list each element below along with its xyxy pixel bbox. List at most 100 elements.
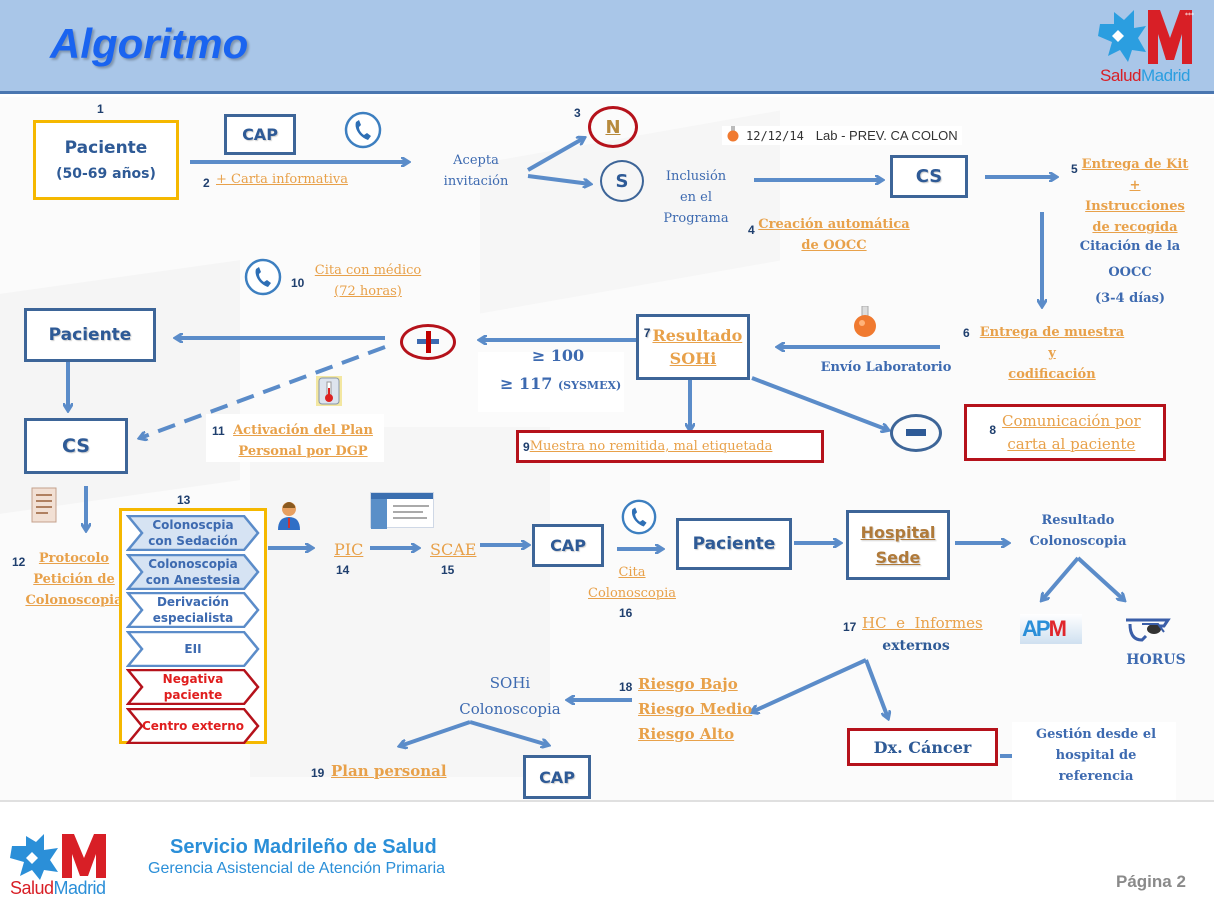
logo-word-madrid: Madrid bbox=[53, 878, 107, 898]
threshold-117-note: (SYSMEX) bbox=[557, 379, 622, 392]
arrow-sohi-to-plan bbox=[400, 720, 471, 746]
link-line: (72 horas) bbox=[334, 284, 402, 299]
label-line: Colonoscopia bbox=[459, 700, 561, 718]
logo-word-salud: Salud bbox=[1100, 66, 1141, 85]
cita-colonoscopia-link[interactable]: Cita Colonoscopia bbox=[578, 562, 686, 604]
step-number: 3 bbox=[574, 106, 581, 120]
label-line: invitación bbox=[443, 174, 509, 189]
cs-box-mid[interactable]: CS bbox=[24, 418, 128, 474]
plan-personal-link[interactable]: Plan personal bbox=[331, 762, 447, 780]
chevron-shape bbox=[126, 707, 260, 744]
lab-description: Lab - PREV. CA COLON bbox=[815, 128, 958, 143]
entrega-muestra-link[interactable]: Entrega de muestra y codificación bbox=[976, 322, 1128, 385]
resultado-line: Resultado bbox=[652, 326, 743, 345]
activacion-plan-link[interactable]: Activación del Plan Personal por DGP bbox=[232, 420, 374, 462]
plus-icon bbox=[417, 331, 439, 353]
cs-box-top[interactable]: CS bbox=[890, 155, 968, 198]
decision-no-circle[interactable]: N bbox=[588, 106, 638, 148]
link-line: de OOCC bbox=[801, 238, 867, 253]
cap-box-bottom[interactable]: CAP bbox=[523, 755, 591, 799]
scae-screenshot-thumbnail bbox=[370, 492, 434, 529]
comunicacion-carta-box[interactable]: 8 Comunicación por carta al paciente bbox=[964, 404, 1166, 461]
link-line: carta al paciente bbox=[1007, 434, 1136, 453]
salud-madrid-logo-icon bbox=[10, 834, 106, 880]
riesgo-bajo-link[interactable]: Riesgo Bajo bbox=[638, 675, 738, 693]
background-photo-shape bbox=[250, 427, 550, 777]
lab-date: 12/12/14 bbox=[746, 128, 804, 143]
link-line: Entrega de muestra y bbox=[979, 325, 1125, 361]
step-number: 10 bbox=[291, 276, 305, 290]
pic-link[interactable]: PIC bbox=[334, 540, 364, 559]
label-line: Inclusión bbox=[665, 169, 727, 184]
scae-link[interactable]: SCAE bbox=[430, 540, 477, 559]
creacion-oocc-link[interactable]: Creación automática de OOCC bbox=[758, 214, 910, 256]
muestra-no-remitida-box[interactable]: 9 Muestra no remitida, mal etiquetada bbox=[516, 430, 824, 463]
apm-logo: APM bbox=[1020, 614, 1082, 644]
paciente-box-bottom[interactable]: Paciente bbox=[676, 518, 792, 570]
externos-label: externos bbox=[882, 638, 950, 654]
phone-icon bbox=[243, 257, 283, 301]
label-line: referencia bbox=[1058, 769, 1134, 784]
label-line: Acepta bbox=[453, 153, 499, 168]
slide-header: Algoritmo *** SaludMadrid bbox=[0, 0, 1214, 94]
label-line: Colonoscopia bbox=[1029, 534, 1127, 549]
link-line: Colonoscopia bbox=[588, 586, 676, 601]
link-line: Cita bbox=[618, 565, 646, 580]
horus-eye-icon bbox=[1124, 614, 1174, 648]
link-line: + Instrucciones bbox=[1085, 178, 1185, 214]
footer-logo-wordmark: SaludMadrid bbox=[10, 878, 106, 899]
decision-yes-circle[interactable]: S bbox=[600, 160, 644, 202]
link-line: Colonoscopia bbox=[25, 593, 123, 608]
doctor-avatar-icon bbox=[276, 500, 302, 534]
negative-result-circle[interactable] bbox=[890, 414, 942, 452]
arrow-acepta-to-n bbox=[527, 138, 584, 172]
label-line: Gestión desde el bbox=[1035, 727, 1157, 742]
protocolo-peticion-link[interactable]: Protocolo Petición de Colonoscopia bbox=[22, 548, 126, 611]
cita-medico-link[interactable]: Cita con médico (72 horas) bbox=[304, 260, 432, 302]
riesgo-alto-link[interactable]: Riesgo Alto bbox=[638, 725, 735, 743]
cap-box-top[interactable]: CAP bbox=[224, 114, 296, 155]
hospital-sede-box[interactable]: Hospital Sede bbox=[846, 510, 950, 580]
acepta-invitacion-label: Acepta invitación bbox=[428, 150, 524, 192]
dx-cancer-box[interactable]: Dx. Cáncer bbox=[847, 728, 998, 766]
colonoscopy-option-label: Centro externo bbox=[141, 718, 245, 733]
link-line: Activación del Plan bbox=[233, 423, 373, 438]
colonoscopy-option[interactable]: Centro externo bbox=[126, 707, 260, 744]
activacion-panel bbox=[206, 414, 384, 462]
organization-name: Servicio Madrileño de Salud bbox=[170, 836, 437, 858]
paciente-box-mid[interactable]: Paciente bbox=[24, 308, 156, 362]
hc-informes-link[interactable]: HC e Informes bbox=[862, 614, 983, 632]
decision-yes-label: S bbox=[615, 170, 629, 192]
colonoscopy-option[interactable]: EII bbox=[126, 630, 260, 667]
thermometer-icon bbox=[316, 376, 342, 410]
cap-box-mid[interactable]: CAP bbox=[532, 524, 604, 567]
logo-word-salud: Salud bbox=[10, 878, 54, 898]
paciente-start-box[interactable]: Paciente (50-69 años) bbox=[33, 120, 179, 200]
carta-informativa-link[interactable]: + Carta informativa bbox=[216, 172, 348, 187]
positive-result-circle[interactable] bbox=[400, 324, 456, 360]
label-line: SOHi bbox=[489, 674, 531, 692]
arrow-sohi-to-cap bbox=[469, 720, 548, 745]
label-line: Programa bbox=[663, 211, 729, 226]
step-number: 13 bbox=[177, 493, 191, 507]
link-line: de recogida bbox=[1092, 220, 1178, 235]
threshold-117-value: ≥ 117 bbox=[500, 374, 553, 393]
arrow-resultado-to-apm bbox=[1042, 556, 1080, 600]
horus-label: HORUS bbox=[1126, 652, 1186, 668]
resultado-sohi-box[interactable]: 7 Resultado SOHi bbox=[636, 314, 750, 380]
arrow-plus-to-cs-dashed bbox=[140, 345, 386, 438]
resultado-colonoscopia-label: Resultado Colonoscopia bbox=[1010, 510, 1146, 552]
arrow-resultado-to-horus bbox=[1076, 556, 1124, 600]
envio-laboratorio-label: Envío Laboratorio bbox=[820, 360, 952, 375]
riesgo-medio-link[interactable]: Riesgo Medio bbox=[638, 700, 753, 718]
entrega-kit-link[interactable]: Entrega de Kit + Instrucciones de recogi… bbox=[1080, 154, 1190, 238]
